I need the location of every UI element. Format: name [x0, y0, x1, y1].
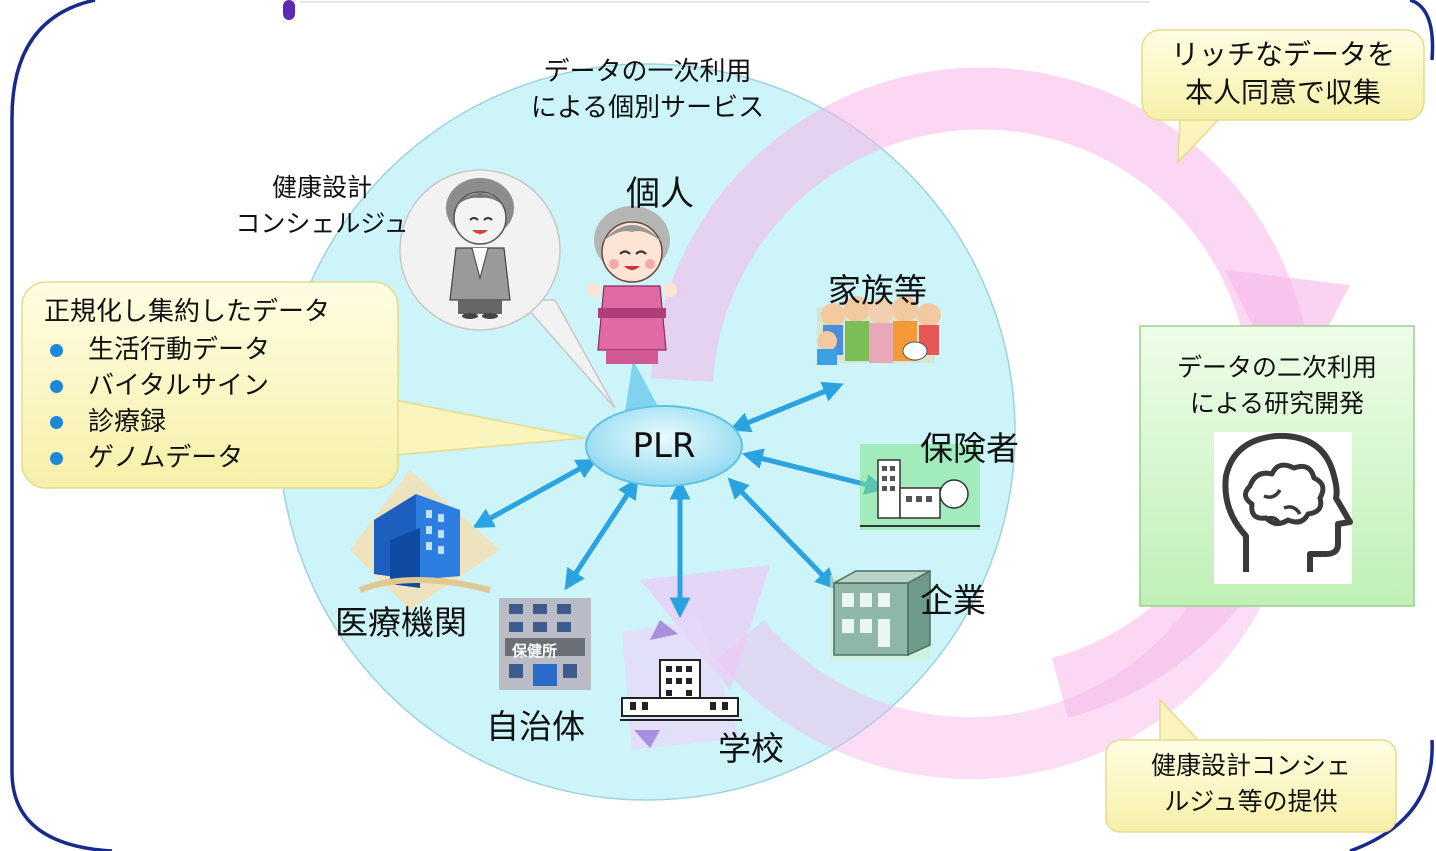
concierge-person-icon [446, 178, 514, 319]
connection-arrows [472, 381, 887, 619]
insurer-building-icon [860, 444, 980, 530]
data-callout-title: 正規化し集約したデータ [44, 297, 331, 327]
rich-data-callout-box [1141, 29, 1425, 121]
provide-callout-tail [1159, 698, 1202, 743]
bullet-icon [50, 452, 63, 465]
data-list-item: 生活行動データ [44, 332, 384, 368]
secondary-use-label: データの二次利用による研究開発 [1176, 353, 1377, 418]
data-list-item: ゲノムデータ [44, 440, 384, 476]
individual-person-icon [587, 206, 677, 364]
arrow-family [729, 381, 844, 433]
data-callout-box [21, 281, 399, 489]
frame-tab [283, 0, 295, 20]
outer-frame [10, 0, 113, 851]
bullet-icon [50, 344, 63, 357]
family-label: 家族等 [828, 271, 927, 310]
medical-building-icon [350, 470, 500, 610]
company-building-icon [830, 569, 931, 660]
arrow-medical [472, 458, 598, 529]
school-label: 学校 [718, 729, 784, 768]
concierge-provide-callout: 健康設計コンシェルジュ等の提供 [1150, 751, 1351, 816]
data-list: 生活行動データ バイタルサイン 診療録 ゲノムデータ [44, 332, 384, 476]
bullet-icon [50, 416, 63, 429]
municipality-building-icon [499, 598, 591, 690]
company-label: 企業 [920, 581, 986, 620]
provide-callout-box [1105, 739, 1397, 833]
bullet-icon [50, 380, 63, 393]
brain-head-icon [1222, 432, 1353, 572]
family-icon [817, 296, 941, 365]
rich-data-callout: リッチなデータを本人同意で収集 [1170, 38, 1395, 109]
insurer-label: 保険者 [920, 429, 1019, 468]
arrow-company [727, 477, 837, 590]
municipality-sign-label: 保健所 [512, 642, 558, 660]
plr-label: PLR [632, 426, 696, 466]
medical-label: 医療機関 [335, 603, 467, 642]
outer-frame-right [1349, 0, 1435, 851]
data-list-item: 診療録 [44, 404, 384, 440]
school-building-icon [620, 620, 742, 750]
plr-pointer [625, 360, 660, 412]
concierge-label: 健康設計コンシェルジュ [235, 173, 409, 238]
individual-label: 個人 [626, 174, 694, 214]
municipality-label: 自治体 [486, 707, 585, 746]
data-callout: 正規化し集約したデータ 生活行動データ バイタルサイン 診療録 ゲノムデータ [44, 292, 384, 476]
data-list-item: バイタルサイン [44, 368, 384, 404]
arrow-insurer [741, 448, 887, 495]
primary-use-label: データの一次利用による個別サービス [530, 57, 765, 123]
plr-bubble [585, 405, 743, 487]
cycle-arrow-bottom [716, 575, 1263, 780]
arrow-municipality [564, 477, 639, 591]
